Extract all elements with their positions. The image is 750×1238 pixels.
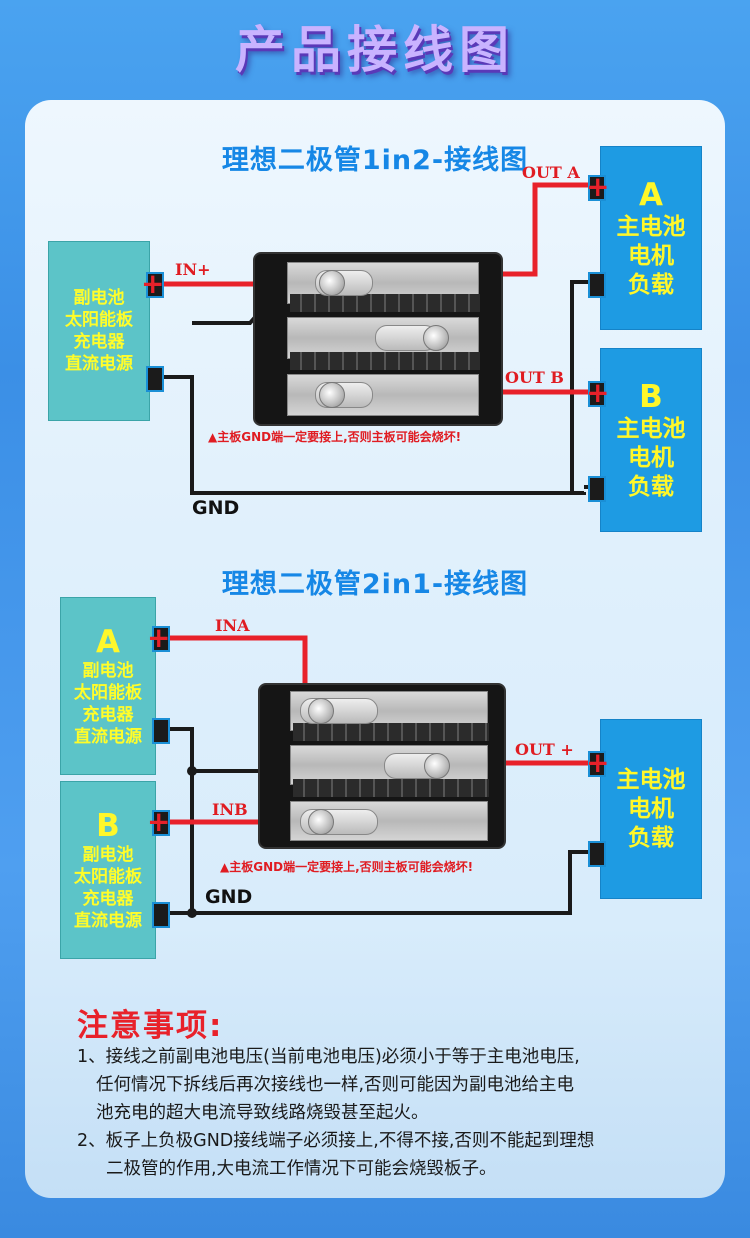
section2-title: 理想二极管2in1-接线图	[221, 569, 529, 600]
load-a-positive-terminal	[588, 175, 606, 201]
label-out: OUT +	[515, 740, 574, 759]
load-b-positive-terminal	[588, 381, 606, 407]
label-out-a: OUT A	[522, 163, 580, 182]
source-line: 直流电源	[65, 354, 133, 374]
note-line: 二极管的作用,大电流工作情况下可能会烧毁板子。	[106, 1159, 497, 1179]
diode-board-1in2	[253, 252, 503, 426]
source-b-positive-terminal	[152, 810, 170, 836]
load-box-main: 主电池 电机 负载	[600, 719, 702, 899]
source-line: 充电器	[82, 889, 134, 909]
source-positive-terminal	[146, 272, 164, 298]
mosfet-row	[293, 723, 489, 741]
plus-icon: +	[141, 267, 165, 300]
bolt	[308, 698, 334, 724]
load-a-letter: A	[639, 176, 663, 213]
source-box-b: B 副电池 太阳能板 充电器 直流电源	[60, 781, 156, 959]
warning-1: ▲主板GND端一定要接上,否则主板可能会烧坏!	[208, 430, 462, 444]
plus-icon: +	[147, 805, 171, 838]
label-inb: INB	[212, 800, 248, 819]
mosfet-row	[290, 352, 480, 370]
note-line: 池充电的超大电流导致线路烧毁甚至起火。	[96, 1103, 429, 1123]
page-title: 产品接线图	[235, 21, 515, 79]
source-line: 太阳能板	[65, 310, 133, 330]
diode-board-2in1	[258, 683, 506, 849]
source-a-letter: A	[96, 624, 120, 660]
bolt	[424, 753, 450, 779]
label-out-b: OUT B	[505, 368, 564, 387]
source-line: 副电池	[82, 845, 134, 865]
source-line: 太阳能板	[74, 867, 142, 887]
bolt	[308, 809, 334, 835]
load-line: 负载	[628, 473, 674, 500]
load-positive-terminal	[588, 751, 606, 777]
plus-icon: +	[147, 621, 171, 654]
mosfet-row	[290, 294, 480, 312]
source-box-a: A 副电池 太阳能板 充电器 直流电源	[60, 597, 156, 775]
source-a-positive-terminal	[152, 626, 170, 652]
bolt	[319, 270, 345, 296]
load-b-letter: B	[639, 378, 663, 415]
source-line: 直流电源	[74, 727, 142, 747]
notes-title: 注意事项:	[77, 1008, 224, 1044]
plus-icon: +	[586, 746, 610, 779]
warning-2: ▲主板GND端一定要接上,否则主板可能会烧坏!	[220, 860, 474, 874]
bolt	[423, 325, 449, 351]
load-box-a: A 主电池 电机 负载	[600, 146, 702, 330]
mosfet-row	[293, 779, 489, 797]
label-gnd-2: GND	[205, 886, 253, 908]
note-line: 1、接线之前副电池电压(当前电池电压)必须小于等于主电池电压,	[77, 1047, 580, 1067]
source-line: 直流电源	[74, 911, 142, 931]
load-b-negative-terminal	[588, 476, 606, 502]
load-line: 电机	[628, 795, 674, 822]
note-line: 任何情况下拆线后再次接线也一样,否则可能因为副电池给主电	[96, 1075, 575, 1095]
source-a-negative-terminal	[152, 718, 170, 744]
source-line: 太阳能板	[74, 683, 142, 703]
source-line: 副电池	[82, 661, 134, 681]
source-b-letter: B	[96, 808, 120, 844]
source-box-1: 副电池 太阳能板 充电器 直流电源	[48, 241, 150, 421]
label-in: IN+	[175, 260, 211, 279]
gnd-wire-1	[162, 375, 586, 495]
load-line: 主电池	[616, 213, 686, 240]
plus-icon: +	[586, 170, 610, 203]
load-line: 电机	[628, 444, 674, 471]
label-ina: INA	[215, 616, 250, 635]
load-box-b: B 主电池 电机 负载	[600, 348, 702, 532]
section1-title: 理想二极管1in2-接线图	[221, 145, 529, 176]
label-gnd-1: GND	[192, 497, 240, 519]
load-a-negative-terminal	[588, 272, 606, 298]
load-line: 负载	[628, 824, 674, 851]
plus-icon: +	[586, 376, 610, 409]
source-negative-terminal	[146, 366, 164, 392]
note-line: 2、板子上负极GND接线端子必须接上,不得不接,否则不能起到理想	[77, 1131, 595, 1151]
bolt	[319, 382, 345, 408]
gnd-wire-2	[162, 727, 596, 915]
load-line: 负载	[628, 271, 674, 298]
source-line: 充电器	[73, 332, 125, 352]
load-negative-terminal	[588, 841, 606, 867]
source-line: 副电池	[73, 288, 125, 308]
load-line: 主电池	[616, 415, 686, 442]
load-line: 主电池	[616, 766, 686, 793]
source-line: 充电器	[82, 705, 134, 725]
source-b-negative-terminal	[152, 902, 170, 928]
load-line: 电机	[628, 242, 674, 269]
